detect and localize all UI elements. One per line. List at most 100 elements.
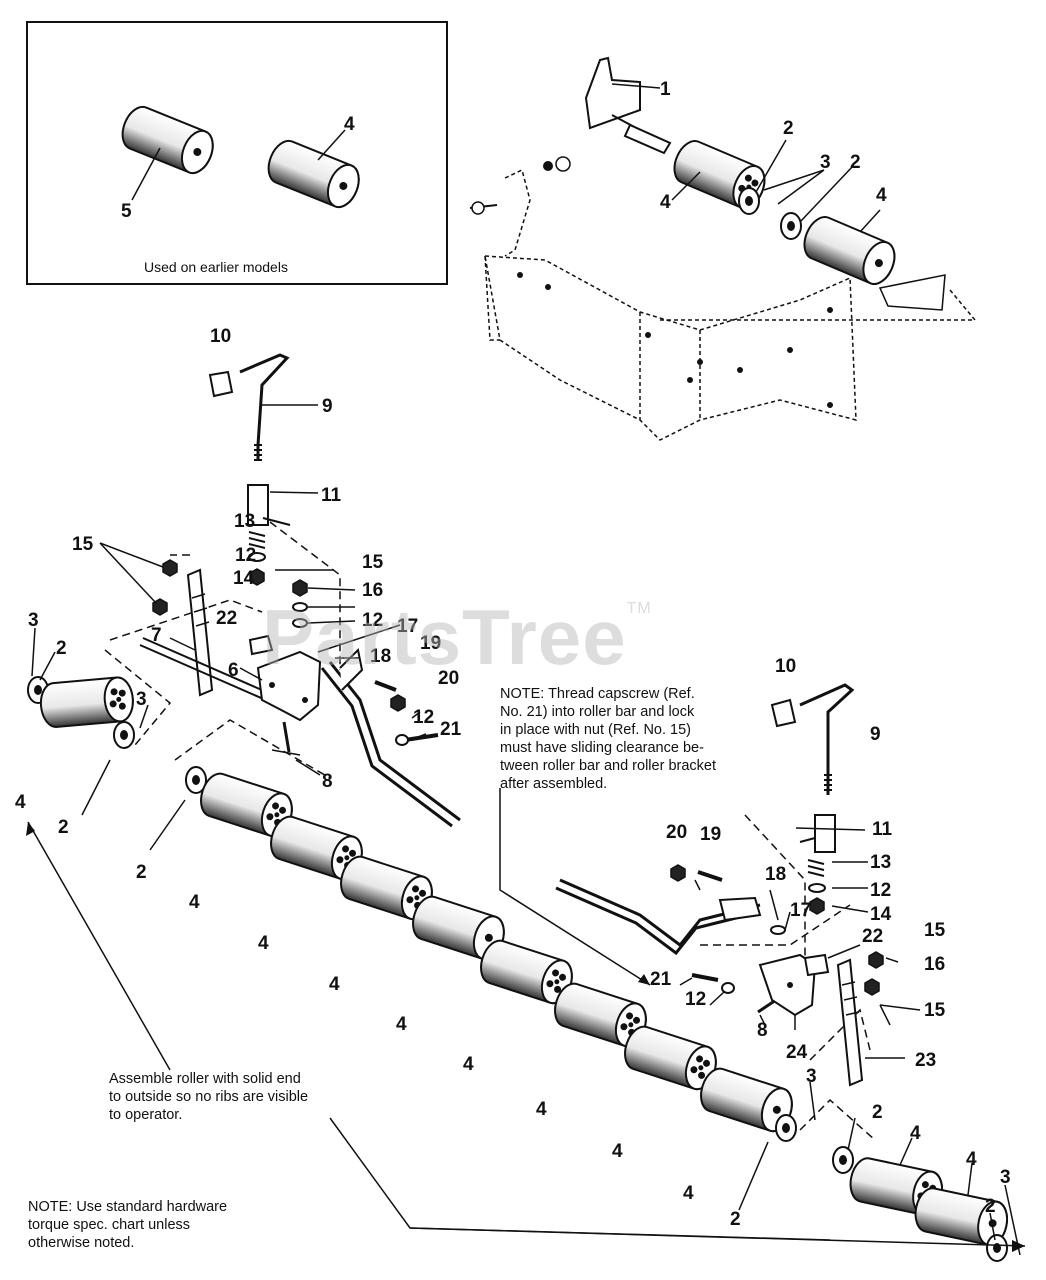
roller-bracket-1 — [584, 56, 641, 131]
callout-14: 14 — [870, 904, 892, 925]
sleeve-11-right — [799, 814, 836, 853]
callout-4: 4 — [258, 933, 269, 954]
callout-22: 22 — [862, 926, 883, 947]
callout-6: 6 — [228, 660, 239, 681]
callout-2: 2 — [136, 862, 147, 883]
washers-right — [770, 883, 826, 935]
note-assemble-roller: Assemble roller with solid end to outsid… — [109, 1071, 309, 1123]
callout-12: 12 — [685, 989, 706, 1010]
callout-4: 4 — [329, 974, 340, 995]
roller-bar-left — [320, 647, 461, 828]
callout-17: 17 — [790, 900, 811, 921]
callout-14: 14 — [233, 568, 255, 589]
upper-washer-2b — [780, 212, 802, 240]
handle-rod-9-right — [799, 683, 855, 795]
callout-21: 21 — [440, 719, 462, 740]
left-roller-4 — [38, 675, 136, 730]
callout-11: 11 — [872, 819, 893, 840]
callout-20: 20 — [438, 668, 459, 689]
inset-roller-4 — [261, 135, 366, 213]
callout-22: 22 — [216, 608, 237, 629]
callout-4: 4 — [344, 114, 355, 135]
callout-4: 4 — [910, 1123, 921, 1144]
callout-9: 9 — [322, 396, 333, 417]
callout-11: 11 — [321, 485, 342, 506]
callout-4: 4 — [189, 892, 200, 913]
roller-bar-right — [555, 878, 762, 956]
arm-7-left — [152, 559, 214, 697]
grip-10-left — [208, 370, 234, 398]
callout-4: 4 — [536, 1099, 547, 1120]
upper-roller-4b — [797, 211, 902, 290]
callout-15: 15 — [72, 534, 94, 555]
bracket-24-right — [758, 953, 830, 1017]
callout-2: 2 — [56, 638, 67, 659]
left-washer-2b — [113, 721, 135, 749]
callout-13: 13 — [870, 852, 891, 873]
callout-4: 4 — [463, 1054, 474, 1075]
washer-row-end — [775, 1114, 797, 1142]
callout-4: 4 — [612, 1141, 623, 1162]
callout-19: 19 — [700, 824, 721, 845]
note-leader-arrows — [27, 788, 1026, 1247]
callout-16: 16 — [362, 580, 383, 601]
callout-21: 21 — [650, 969, 672, 990]
callout-9: 9 — [870, 724, 881, 745]
spring-13-right — [807, 859, 825, 877]
callout-15: 15 — [362, 552, 384, 573]
callout-4: 4 — [876, 185, 887, 206]
callout-4: 4 — [396, 1014, 407, 1035]
trademark-mark: TM — [626, 600, 652, 617]
callout-4: 4 — [966, 1149, 977, 1170]
inset-roller-5 — [115, 101, 220, 179]
callout-leaders — [31, 83, 1021, 1256]
dashed-guide-right — [700, 814, 876, 1141]
callout-8: 8 — [757, 1020, 768, 1041]
screws-right — [670, 864, 777, 1014]
arm-23-right — [836, 951, 884, 1087]
mower-deck-frame — [484, 168, 977, 441]
callout-3: 3 — [28, 610, 39, 631]
callout-15: 15 — [924, 1000, 946, 1021]
callout-2: 2 — [872, 1102, 883, 1123]
callout-7: 7 — [151, 625, 162, 646]
dashed-guide-left — [104, 521, 341, 779]
callout-18: 18 — [765, 864, 786, 885]
callout-3: 3 — [1000, 1167, 1011, 1188]
callout-2: 2 — [985, 1196, 996, 1217]
right-end-washer-2 — [832, 1146, 854, 1174]
bracket-6-left — [248, 634, 322, 722]
callout-4: 4 — [15, 792, 26, 813]
right-end-washer-2b — [986, 1234, 1008, 1262]
callout-12: 12 — [362, 610, 383, 631]
inset-caption: Used on earlier models — [144, 259, 288, 275]
callout-2: 2 — [58, 817, 69, 838]
watermark-text: PartsTree — [262, 593, 627, 681]
callout-2: 2 — [730, 1209, 741, 1230]
frame-bolt-top — [469, 156, 946, 311]
callout-4: 4 — [660, 192, 671, 213]
callout-8: 8 — [322, 771, 333, 792]
sleeve-11-left — [247, 484, 291, 526]
callout-23: 23 — [915, 1050, 936, 1071]
callout-3: 3 — [136, 689, 147, 710]
callout-12: 12 — [870, 880, 891, 901]
pin — [623, 123, 672, 155]
callout-5: 5 — [121, 201, 132, 222]
callout-24: 24 — [786, 1042, 808, 1063]
callout-3: 3 — [820, 152, 831, 173]
callout-13: 13 — [234, 511, 255, 532]
note-hardware: NOTE: Use standard hardware torque spec.… — [28, 1199, 228, 1251]
callout-12: 12 — [235, 545, 256, 566]
callout-17: 17 — [397, 616, 418, 637]
frame-details — [517, 272, 833, 408]
handle-rod-9-left — [239, 353, 290, 461]
callout-1: 1 — [660, 79, 671, 100]
callout-2: 2 — [850, 152, 861, 173]
callout-4: 4 — [683, 1183, 694, 1204]
grip-10-right — [770, 698, 797, 728]
callout-18: 18 — [370, 646, 391, 667]
watermark: PartsTreeTM — [262, 592, 652, 683]
